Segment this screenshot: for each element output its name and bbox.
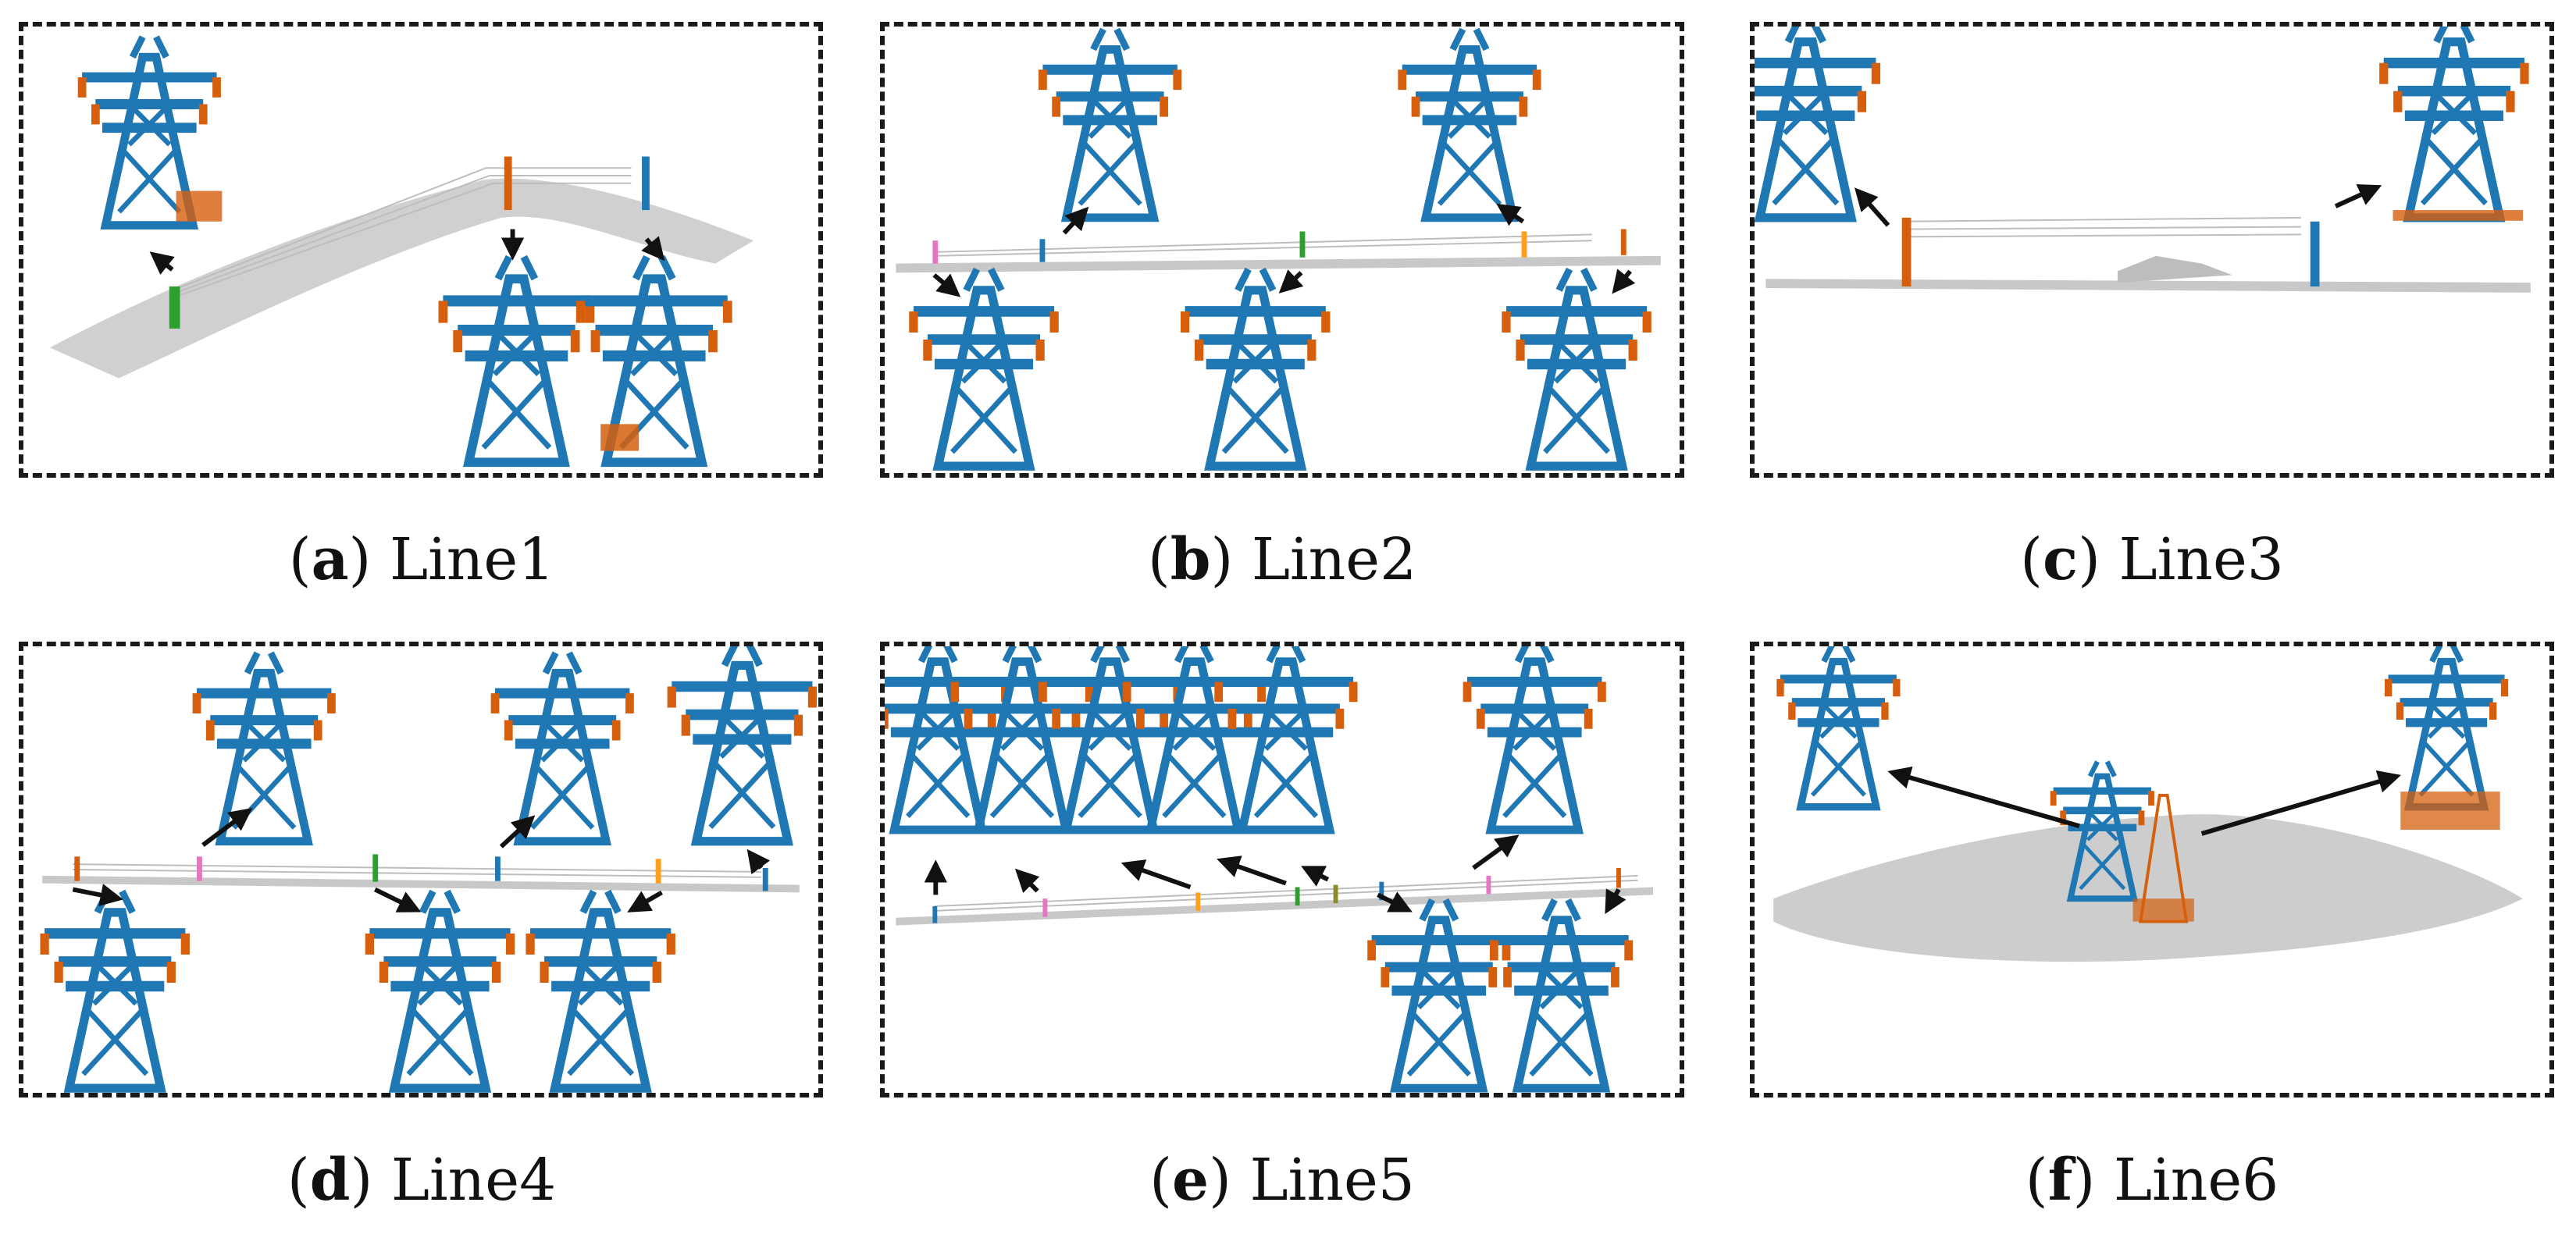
panel-c-image xyxy=(1750,22,2554,478)
panel-f-image xyxy=(1750,642,2554,1097)
panel-a-image xyxy=(19,22,823,478)
caption-b-title: Line2 xyxy=(1251,526,1417,593)
caption-f: (f) Line6 xyxy=(1746,1151,2558,1209)
panel-a-pointcloud xyxy=(49,27,754,473)
caption-b-letter: b xyxy=(1170,526,1211,593)
caption-f-open: ( xyxy=(2025,1147,2048,1214)
caption-d-letter: d xyxy=(309,1147,351,1214)
caption-e: (e) Line5 xyxy=(876,1151,1688,1209)
caption-d: (d) Line4 xyxy=(16,1151,828,1209)
caption-e-letter: e xyxy=(1172,1147,1210,1214)
caption-c-open: ( xyxy=(2020,526,2043,593)
panel-d-pointcloud xyxy=(23,646,818,1093)
caption-a-close: ) xyxy=(348,526,372,593)
caption-a: (a) Line1 xyxy=(16,531,828,589)
caption-a-title: Line1 xyxy=(389,526,555,593)
caption-c: (c) Line3 xyxy=(1746,531,2558,589)
caption-b-close: ) xyxy=(1210,526,1234,593)
panel-b-image xyxy=(880,22,1684,478)
panel-d-image xyxy=(19,642,823,1097)
panel-e-pointcloud xyxy=(885,646,1654,1093)
caption-e-close: ) xyxy=(1209,1147,1231,1214)
caption-c-letter: c xyxy=(2043,526,2079,593)
caption-f-title: Line6 xyxy=(2113,1147,2279,1214)
caption-a-letter: a xyxy=(311,526,349,593)
panel-c-pointcloud xyxy=(1755,27,2531,293)
caption-a-open: ( xyxy=(288,526,312,593)
caption-d-title: Line4 xyxy=(390,1147,557,1214)
caption-f-close: ) xyxy=(2072,1147,2096,1214)
caption-d-close: ) xyxy=(350,1147,373,1214)
caption-f-letter: f xyxy=(2047,1147,2073,1214)
panel-e-image xyxy=(880,642,1684,1097)
caption-c-close: ) xyxy=(2078,526,2100,593)
panel-b-pointcloud xyxy=(896,27,1661,473)
caption-e-open: ( xyxy=(1149,1147,1173,1214)
caption-b-open: ( xyxy=(1147,526,1170,593)
caption-b: (b) Line2 xyxy=(876,531,1688,589)
caption-d-open: ( xyxy=(287,1147,310,1214)
caption-e-title: Line5 xyxy=(1249,1147,1415,1214)
caption-c-title: Line3 xyxy=(2118,526,2284,593)
panel-f-pointcloud xyxy=(1773,646,2524,962)
